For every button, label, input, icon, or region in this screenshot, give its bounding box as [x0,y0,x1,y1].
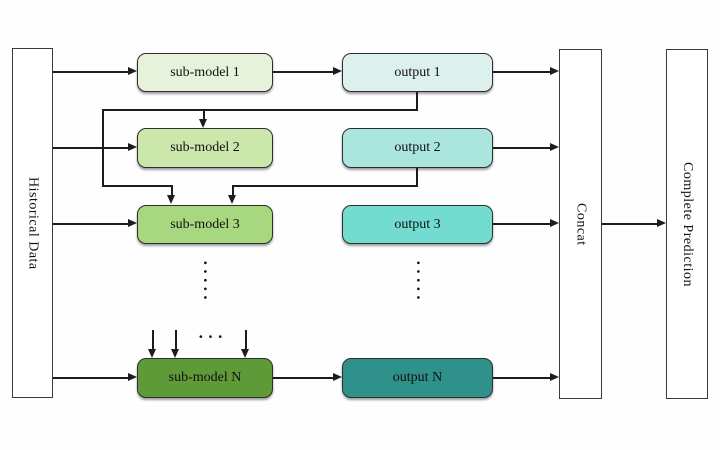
arrow-line [273,71,335,73]
feedback-line [203,110,205,120]
arrow-line [602,223,659,225]
arrowhead-right-icon [550,67,559,75]
arrowhead-right-icon [128,143,137,151]
sub-model-3-label: sub-model 3 [170,216,240,232]
arrowhead-right-icon [333,67,342,75]
feedback-line [416,168,418,187]
feedback-line [175,330,177,350]
arrowhead-down-icon [199,119,207,128]
arrowhead-right-icon [128,373,137,381]
arrow-line [493,147,552,149]
feedback-line [232,185,417,187]
output-n-box: output N [342,358,493,398]
arrowhead-down-icon [228,195,236,204]
arrowhead-right-icon [657,219,666,227]
feedback-line [245,330,247,350]
arrowhead-right-icon [550,143,559,151]
historical-data-label: Historical Data [25,176,41,270]
arrowhead-right-icon [550,373,559,381]
output-2-label: output 2 [394,140,441,155]
sub-model-1-box: sub-model 1 [137,53,273,92]
arrow-line [273,377,335,379]
arrow-line [493,377,552,379]
output-1-box: output 1 [342,53,493,92]
arrowhead-down-icon [167,195,175,204]
arrow-line [53,71,130,73]
arrow-line [53,147,130,149]
feedback-line [102,185,172,187]
ellipsis-horizontal: ··· [198,327,228,346]
sub-model-2-label: sub-model 2 [170,140,240,155]
feedback-line [416,92,418,111]
output-2-box: output 2 [342,128,493,168]
complete-prediction-box: Complete Prediction [666,49,708,399]
arrowhead-down-icon [148,349,156,358]
historical-data-box: Historical Data [12,48,53,398]
sub-model-1-label: sub-model 1 [170,64,240,80]
sub-model-3-box: sub-model 3 [137,205,273,244]
arrow-line [493,71,552,73]
concat-label: Concat [573,202,589,246]
ellipsis-vertical-outputs: ····· [409,260,428,304]
sub-model-2-box: sub-model 2 [137,128,273,168]
output-1-label: output 1 [394,64,441,80]
complete-prediction-label: Complete Prediction [680,161,695,287]
arrowhead-right-icon [128,67,137,75]
concat-box: Concat [559,49,602,399]
sub-model-n-box: sub-model N [137,358,273,398]
arrowhead-down-icon [171,349,179,358]
arrowhead-right-icon [128,219,137,227]
arrow-line [493,223,552,225]
arrow-line [53,377,130,379]
ellipsis-vertical-submodels: ····· [196,260,215,304]
feedback-line [102,109,417,111]
feedback-line [232,185,234,196]
sub-model-n-label: sub-model N [168,370,242,385]
output-3-label: output 3 [394,216,441,232]
output-3-box: output 3 [342,205,493,244]
arrowhead-down-icon [241,349,249,358]
arrow-line [53,223,130,225]
arrowhead-right-icon [550,219,559,227]
feedback-line [102,109,104,187]
feedback-line [152,330,154,350]
output-n-label: output N [392,370,443,385]
arrowhead-right-icon [333,373,342,381]
feedback-line [171,185,173,196]
